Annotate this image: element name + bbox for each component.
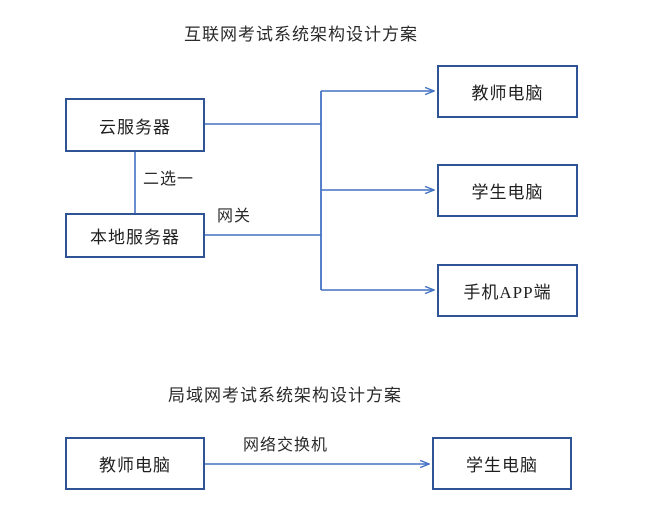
node-mobile-app[interactable]: 手机APP端 [437,264,578,317]
node-cloud-server[interactable]: 云服务器 [65,98,205,152]
node-teacher-pc-label: 教师电脑 [471,84,544,103]
node-local-server[interactable]: 本地服务器 [65,213,205,258]
node-lan-student-pc-label: 学生电脑 [466,456,538,475]
node-lan-teacher-pc[interactable]: 教师电脑 [65,437,205,490]
node-lan-teacher-pc-label: 教师电脑 [99,456,171,475]
node-teacher-pc[interactable]: 教师电脑 [437,65,578,118]
node-cloud-server-label: 云服务器 [99,117,171,137]
node-lan-student-pc[interactable]: 学生电脑 [432,437,572,490]
node-local-server-label: 本地服务器 [90,228,180,247]
section-title-internet: 互联网考试系统架构设计方案 [184,25,418,44]
edge-label-choose-one: 二选一 [143,171,195,188]
node-student-pc-label: 学生电脑 [471,183,544,202]
node-student-pc[interactable]: 学生电脑 [437,164,578,217]
section-title-lan: 局域网考试系统架构设计方案 [168,386,402,405]
edge-label-gateway: 网关 [217,208,252,225]
node-mobile-app-label: 手机APP端 [463,283,552,302]
edge-label-network-switch: 网络交换机 [243,437,329,454]
